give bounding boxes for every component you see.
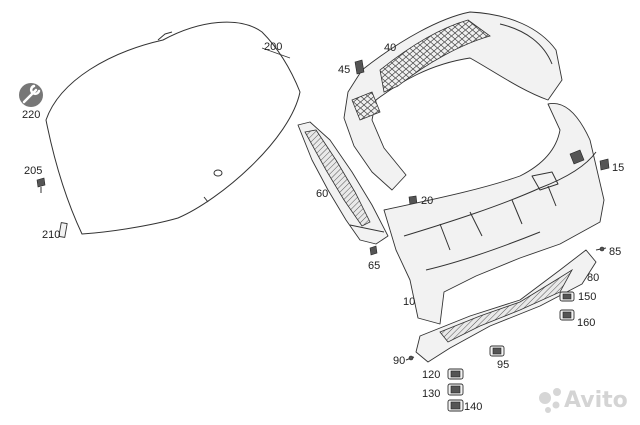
screw-90 <box>405 355 415 361</box>
part-120 <box>447 368 464 380</box>
side-trim-60 <box>297 121 389 245</box>
clip-205 <box>36 177 46 193</box>
label-140: 140 <box>464 401 482 413</box>
label-95: 95 <box>497 359 509 371</box>
label-90: 90 <box>393 355 405 367</box>
avito-dots-logo <box>539 388 561 413</box>
label-40: 40 <box>384 42 396 54</box>
sill-cover-80 <box>415 249 597 363</box>
screw-85 <box>595 246 607 252</box>
clip-15 <box>599 158 610 171</box>
label-10: 10 <box>403 296 415 308</box>
label-160: 160 <box>577 317 595 329</box>
part-150 <box>559 291 575 302</box>
label-15: 15 <box>612 162 624 174</box>
part-160 <box>559 309 575 321</box>
label-85: 85 <box>609 246 621 258</box>
label-210: 210 <box>42 229 60 241</box>
label-220: 220 <box>22 109 40 121</box>
label-80: 80 <box>587 272 599 284</box>
label-45: 45 <box>338 64 350 76</box>
watermark-text: Avito <box>564 388 628 413</box>
part-130 <box>447 383 464 396</box>
clip-45 <box>354 59 365 75</box>
wrench-icon <box>19 83 43 107</box>
label-150: 150 <box>578 291 596 303</box>
part-140 <box>447 399 464 412</box>
clip-65 <box>369 245 378 256</box>
rear-window-glass <box>45 21 301 235</box>
upper-frame-40 <box>343 11 563 191</box>
label-205: 205 <box>24 165 42 177</box>
label-200: 200 <box>264 41 282 53</box>
lower-trim-10 <box>383 103 605 325</box>
pad-210 <box>58 222 68 238</box>
avito-watermark: Avito <box>539 388 628 413</box>
label-20: 20 <box>421 195 433 207</box>
part-95 <box>489 345 505 357</box>
label-130: 130 <box>422 388 440 400</box>
label-60: 60 <box>316 188 328 200</box>
label-120: 120 <box>422 369 440 381</box>
label-65: 65 <box>368 260 380 272</box>
